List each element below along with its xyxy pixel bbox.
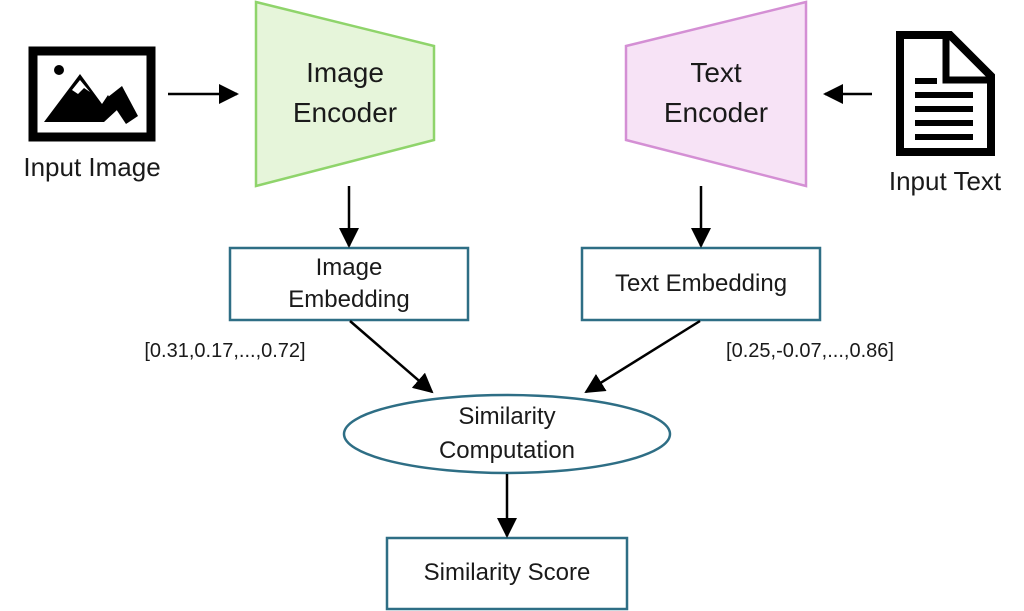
input-text-label: Input Text — [888, 166, 1002, 196]
image-icon — [28, 46, 156, 142]
similarity-label-line2: Computation — [438, 437, 576, 464]
image-encoder-shape — [254, 0, 436, 188]
image-embedding-label-line1: Image — [315, 254, 383, 281]
image-embedding-vector: [0.31,0.17,...,0.72] — [144, 340, 306, 362]
text-encoder-label-line2: Encoder — [663, 97, 769, 128]
text-encoder-label-line1: Text — [690, 57, 742, 88]
image-encoder-label-line1: Image — [306, 57, 384, 88]
image-embedding-label-line2: Embedding — [288, 286, 410, 313]
input-image-label: Input Image — [23, 152, 161, 182]
arrow-text-embedding-to-similarity — [584, 319, 701, 394]
similarity-score-box — [385, 536, 629, 611]
text-embedding-vector: [0.25,-0.07,...,0.86] — [726, 340, 894, 362]
similarity-label-line1: Similarity — [458, 403, 556, 430]
text-encoder-shape — [624, 0, 808, 188]
similarity-score-label: Similarity Score — [423, 559, 591, 586]
document-icon — [896, 31, 995, 156]
image-embedding-box — [228, 246, 470, 322]
similarity-computation-ellipse — [342, 393, 672, 475]
arrow-image-embedding-to-similarity — [349, 320, 434, 394]
image-encoder-label-line2: Encoder — [292, 97, 398, 128]
text-embedding-box — [580, 246, 822, 322]
text-embedding-label: Text Embedding — [614, 270, 788, 297]
